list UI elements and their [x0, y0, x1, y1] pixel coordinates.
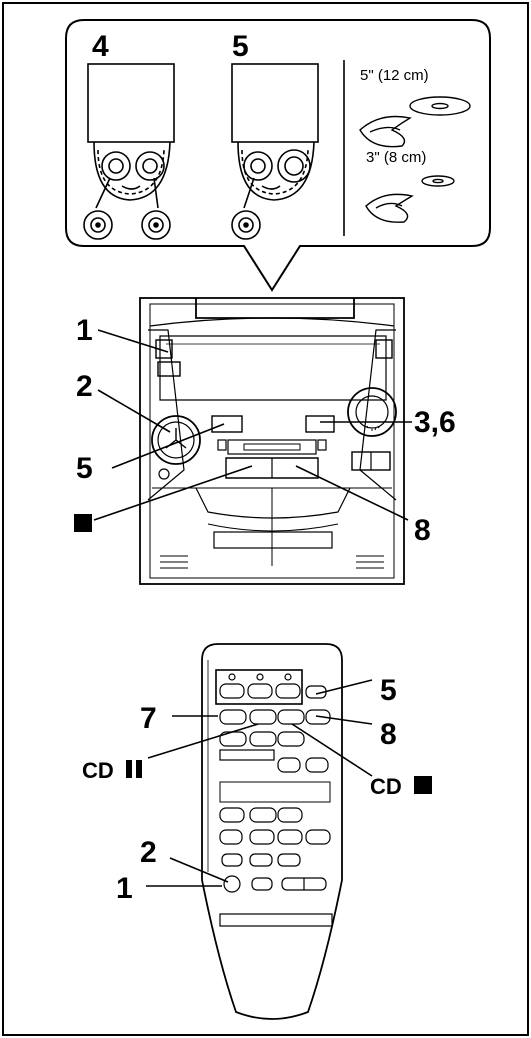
unit-callout-8: 8	[414, 514, 431, 547]
disc-large-size-label: 5" (12 cm)	[360, 67, 429, 84]
cd-pause-label: CD	[82, 758, 114, 783]
unit-callout-3-6: 3,6	[414, 406, 456, 439]
cd-stop-label: CD	[370, 774, 402, 799]
remote-callout-5: 5	[380, 674, 397, 707]
disc-large-icon	[359, 96, 471, 148]
unit-callout-2: 2	[76, 370, 93, 403]
remote-leader-lines	[146, 679, 373, 887]
unit-callout-1: 1	[76, 314, 93, 347]
disc-small-icon	[365, 175, 455, 223]
remote-callout-2: 2	[140, 836, 157, 869]
disc-loading-inset	[65, 19, 491, 292]
remote-callout-7: 7	[140, 702, 157, 735]
stereo-main-unit	[139, 297, 405, 585]
remote-callout-1: 1	[116, 872, 133, 905]
remote-control	[201, 643, 343, 1020]
pause-icon	[126, 760, 142, 778]
tray-step-5-drawing	[231, 63, 319, 240]
inset-step-4-label: 4	[92, 30, 109, 63]
tray-step-4-drawing	[83, 63, 175, 240]
stop-icon	[74, 514, 92, 532]
remote-callout-8: 8	[380, 718, 397, 751]
inset-step-5-label: 5	[232, 30, 249, 63]
disc-small-size-label: 3" (8 cm)	[366, 149, 426, 166]
stop-icon	[414, 776, 432, 794]
unit-callout-5: 5	[76, 452, 93, 485]
unit-leader-lines	[93, 329, 412, 521]
